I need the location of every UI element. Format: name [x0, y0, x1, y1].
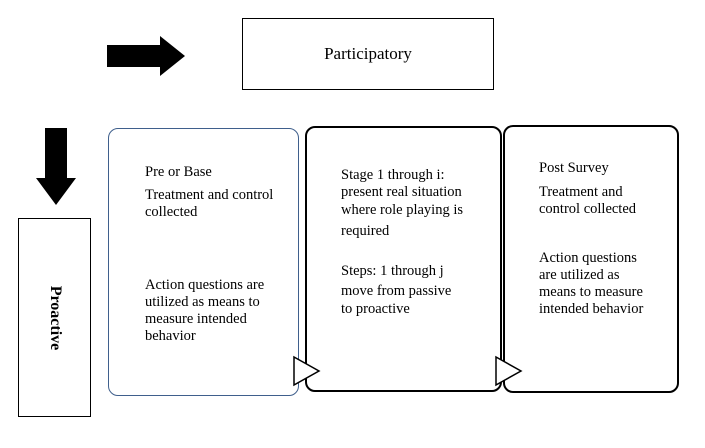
- panel-text: collected: [145, 204, 198, 220]
- participatory-box: Participatory: [242, 18, 494, 90]
- down-arrow-icon: [36, 128, 76, 205]
- stage-panel: Stage 1 through i: present real situatio…: [305, 126, 502, 392]
- panel-text: Stage 1 through i:: [341, 167, 445, 183]
- post-survey-panel: Post Survey Treatment and control collec…: [503, 125, 679, 393]
- panel-text: Steps: 1 through j: [341, 263, 444, 279]
- panel-text: intended behavior: [539, 301, 644, 317]
- panel-text: are utilized as: [539, 267, 620, 283]
- panel-text: control collected: [539, 201, 637, 217]
- panel-text: present real situation: [341, 184, 462, 200]
- panel-text: Treatment and: [539, 184, 623, 200]
- panel-heading: Pre or Base: [145, 164, 212, 180]
- panel-text: behavior: [145, 328, 196, 344]
- proactive-box: Proactive: [18, 218, 91, 417]
- panel-text: Action questions: [539, 250, 637, 266]
- panel-heading: Post Survey: [539, 160, 609, 176]
- pre-base-panel: Pre or Base Treatment and control collec…: [108, 128, 299, 396]
- panel-text: move from passive: [341, 283, 452, 299]
- panel-text: means to measure: [539, 284, 643, 300]
- panel-text: Treatment and control: [145, 187, 274, 203]
- participatory-label: Participatory: [324, 44, 412, 63]
- panel-text: measure intended: [145, 311, 247, 327]
- triangle-connector-icon: [495, 355, 523, 387]
- right-arrow-icon: [107, 36, 185, 76]
- panel-text: to proactive: [341, 301, 410, 317]
- panel-text: required: [341, 223, 390, 239]
- panel-text: where role playing is: [341, 202, 464, 218]
- panel-text: Action questions are: [145, 277, 265, 293]
- triangle-connector-icon: [293, 355, 321, 387]
- panel-text: utilized as means to: [145, 294, 260, 310]
